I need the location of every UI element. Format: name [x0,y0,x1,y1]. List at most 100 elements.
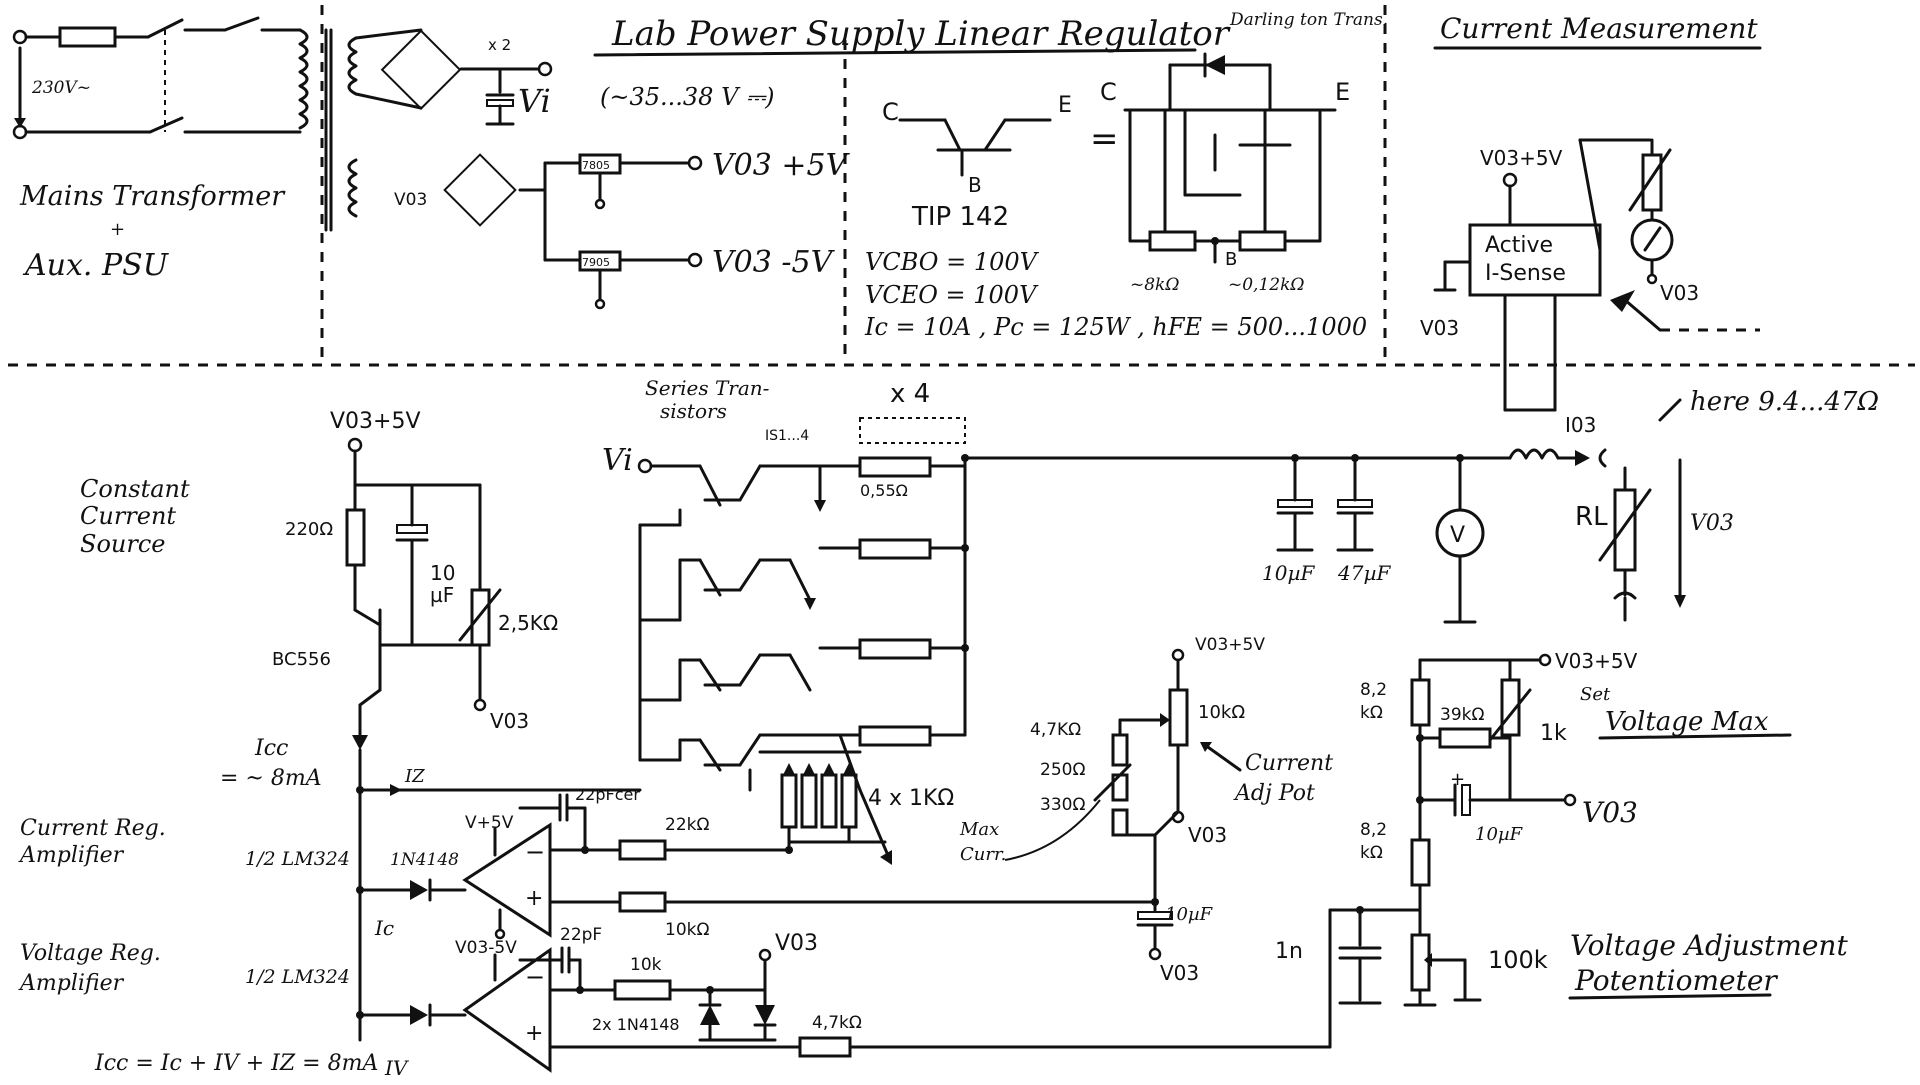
aux-label: Aux. PSU [22,248,170,283]
series-label-1: Series Tran- [645,376,770,400]
section-dividers [8,5,1915,367]
pot100k-label: 100k [1488,946,1548,974]
iv-label: IV [384,1056,410,1080]
tip142-definition: C E B TIP 142 VCBO = 100V VCEO = 100V Ic… [864,10,1388,341]
pot10k-label: 10kΩ [1198,702,1245,723]
equals-sign: = [1090,119,1119,159]
r10k-b-label: 10k [630,955,662,975]
r10k-a-label: 10kΩ [665,920,709,940]
voltage-adjust-network: V03+5V 8,2 kΩ 39kΩ 1k V03 10µF + 8,2 kΩ [1275,649,1848,1007]
voltage-adj-label-1: Voltage Adjustment [1570,929,1848,962]
mains-transformer-section: 230V~ x 2 Vi 7805 7905 V03 +5V V03 -5V V… [12,16,851,310]
vi-label: Vi [518,82,551,120]
vcbo-rating: VCBO = 100V [865,248,1040,276]
r330-label: 330Ω [1040,795,1085,815]
opa-supply-label: V+5V [465,813,514,833]
svg-text:−: − [525,963,545,991]
transistor-b-label: B [968,173,982,197]
pot1k-label: 1k [1540,721,1567,746]
cap22a-label: 22pFcer [575,785,640,804]
rl-note: here 9.4...47Ω [1690,387,1879,417]
voltage-max-label: Voltage Max [1605,707,1769,737]
c2-label: 47µF [1337,561,1391,585]
bridge-rectifier-main [380,29,462,111]
darlington-r2-label: ~0,12kΩ [1228,275,1305,295]
fuse-symbol [58,26,117,48]
transistor-e-label: E [1058,93,1072,118]
svg-text:+: + [525,1021,543,1046]
reg-neg-label: 7905 [582,256,610,269]
svg-text:+: + [525,886,543,911]
voltage-amp-label-2: Amplifier [18,971,125,996]
current-reg-amplifier: Current Reg. Amplifier 1/2 LM324 1N4148 … [18,785,1157,940]
rl-label: RL [1575,502,1608,532]
icc-label-1: Icc [254,736,288,761]
lm324-a-label: 1/2 LM324 [245,848,350,870]
c1-label: 10µF [1262,561,1315,585]
mains-switch [146,18,184,39]
vo3-arrow-label: V03 [1690,511,1734,536]
ccs-supply-label: V03+5V [330,409,421,434]
sense-arrow [1610,290,1635,312]
ccs-vo3-label: V03 [490,709,529,733]
darlington-diode [1205,55,1225,75]
page-title: Lab Power Supply Linear Regulator [611,14,1231,54]
bc556-label: BC556 [272,649,331,670]
diodes2-label: 2x 1N4148 [592,1015,680,1034]
voltage-adj-label-2: Potentiometer [1574,964,1778,997]
cadj-supply-label: V03+5V [1195,635,1265,655]
aux-vo3-label: V03 [394,190,427,210]
lm324-b-label: 1/2 LM324 [245,966,350,988]
x4-label: x 4 [890,379,930,409]
emitter-res-label: 0,55Ω [860,481,908,500]
ccs-label-2: Current [80,502,176,530]
out-pos-label: V03 +5V [712,148,851,183]
r82a-label-1: 8,2 [1360,680,1387,700]
sense-box-line1: Active [1485,233,1553,258]
meter-gnd-label: V03 [1660,281,1699,305]
c10uf2-label: 10µF [1475,824,1524,845]
set-label: Set [1580,684,1611,705]
icc-label-2: = ~ 8mA [220,766,322,791]
sense-box-line2: I-Sense [1485,261,1566,286]
main-vi-label: Vi [602,443,633,478]
transistor-q2 [638,538,967,622]
is-label: IS1...4 [765,428,809,444]
vo3-top-label: V03 [775,931,818,956]
current-adj-label-2: Adj Pot [1233,781,1315,806]
active-i-sense-box [1468,223,1602,297]
transistor-q1 [638,456,967,527]
r82b-label-2: kΩ [1360,843,1383,863]
sense-supply-label: V03+5V [1480,146,1563,170]
r82b-label-1: 8,2 [1360,820,1387,840]
transistor-ratings: Ic = 10A , Pc = 125W , hFE = 500...1000 [864,313,1367,341]
r220-label: 220Ω [285,519,333,540]
r82a-label-2: kΩ [1360,703,1383,723]
vadj-supply-label: V03+5V [1555,649,1638,673]
constant-current-source: Constant Current Source V03+5V 220Ω 10 µ… [80,409,642,1042]
vadj-vo3-label: V03 [1582,796,1638,829]
current-amp-label-1: Current Reg. [20,816,166,841]
r22k-label: 22kΩ [665,815,709,835]
ccs-label-3: Source [80,530,165,558]
sense-gnd-label: V03 [1420,316,1459,340]
svg-text:−: − [525,838,545,866]
c1n-label: 1n [1275,939,1303,964]
opamp-voltage [462,947,552,1073]
bridge-rectifier-aux [443,153,517,227]
darlington-r1-label: ~8kΩ [1130,275,1179,295]
r47k-label: 4,7kΩ [812,1013,862,1033]
cap22b-label: 22pF [560,925,602,945]
series-pass-section: Vi Series Tran- sistors x 4 IS1...4 0,55… [602,376,1879,865]
ccs-label-1: Constant [80,475,190,503]
opamp-current [462,822,552,938]
voltmeter-label: V [1450,523,1465,548]
mains-plus-label: + [110,219,125,240]
cadj-vo3-label: V03 [1188,823,1227,847]
r47ka-label: 4,7KΩ [1030,720,1081,740]
transistor-part: TIP 142 [911,202,1009,232]
sense-trimmer [1641,153,1663,212]
ic-label: Ic [374,916,394,940]
darlington-c-label: C [1100,78,1117,106]
